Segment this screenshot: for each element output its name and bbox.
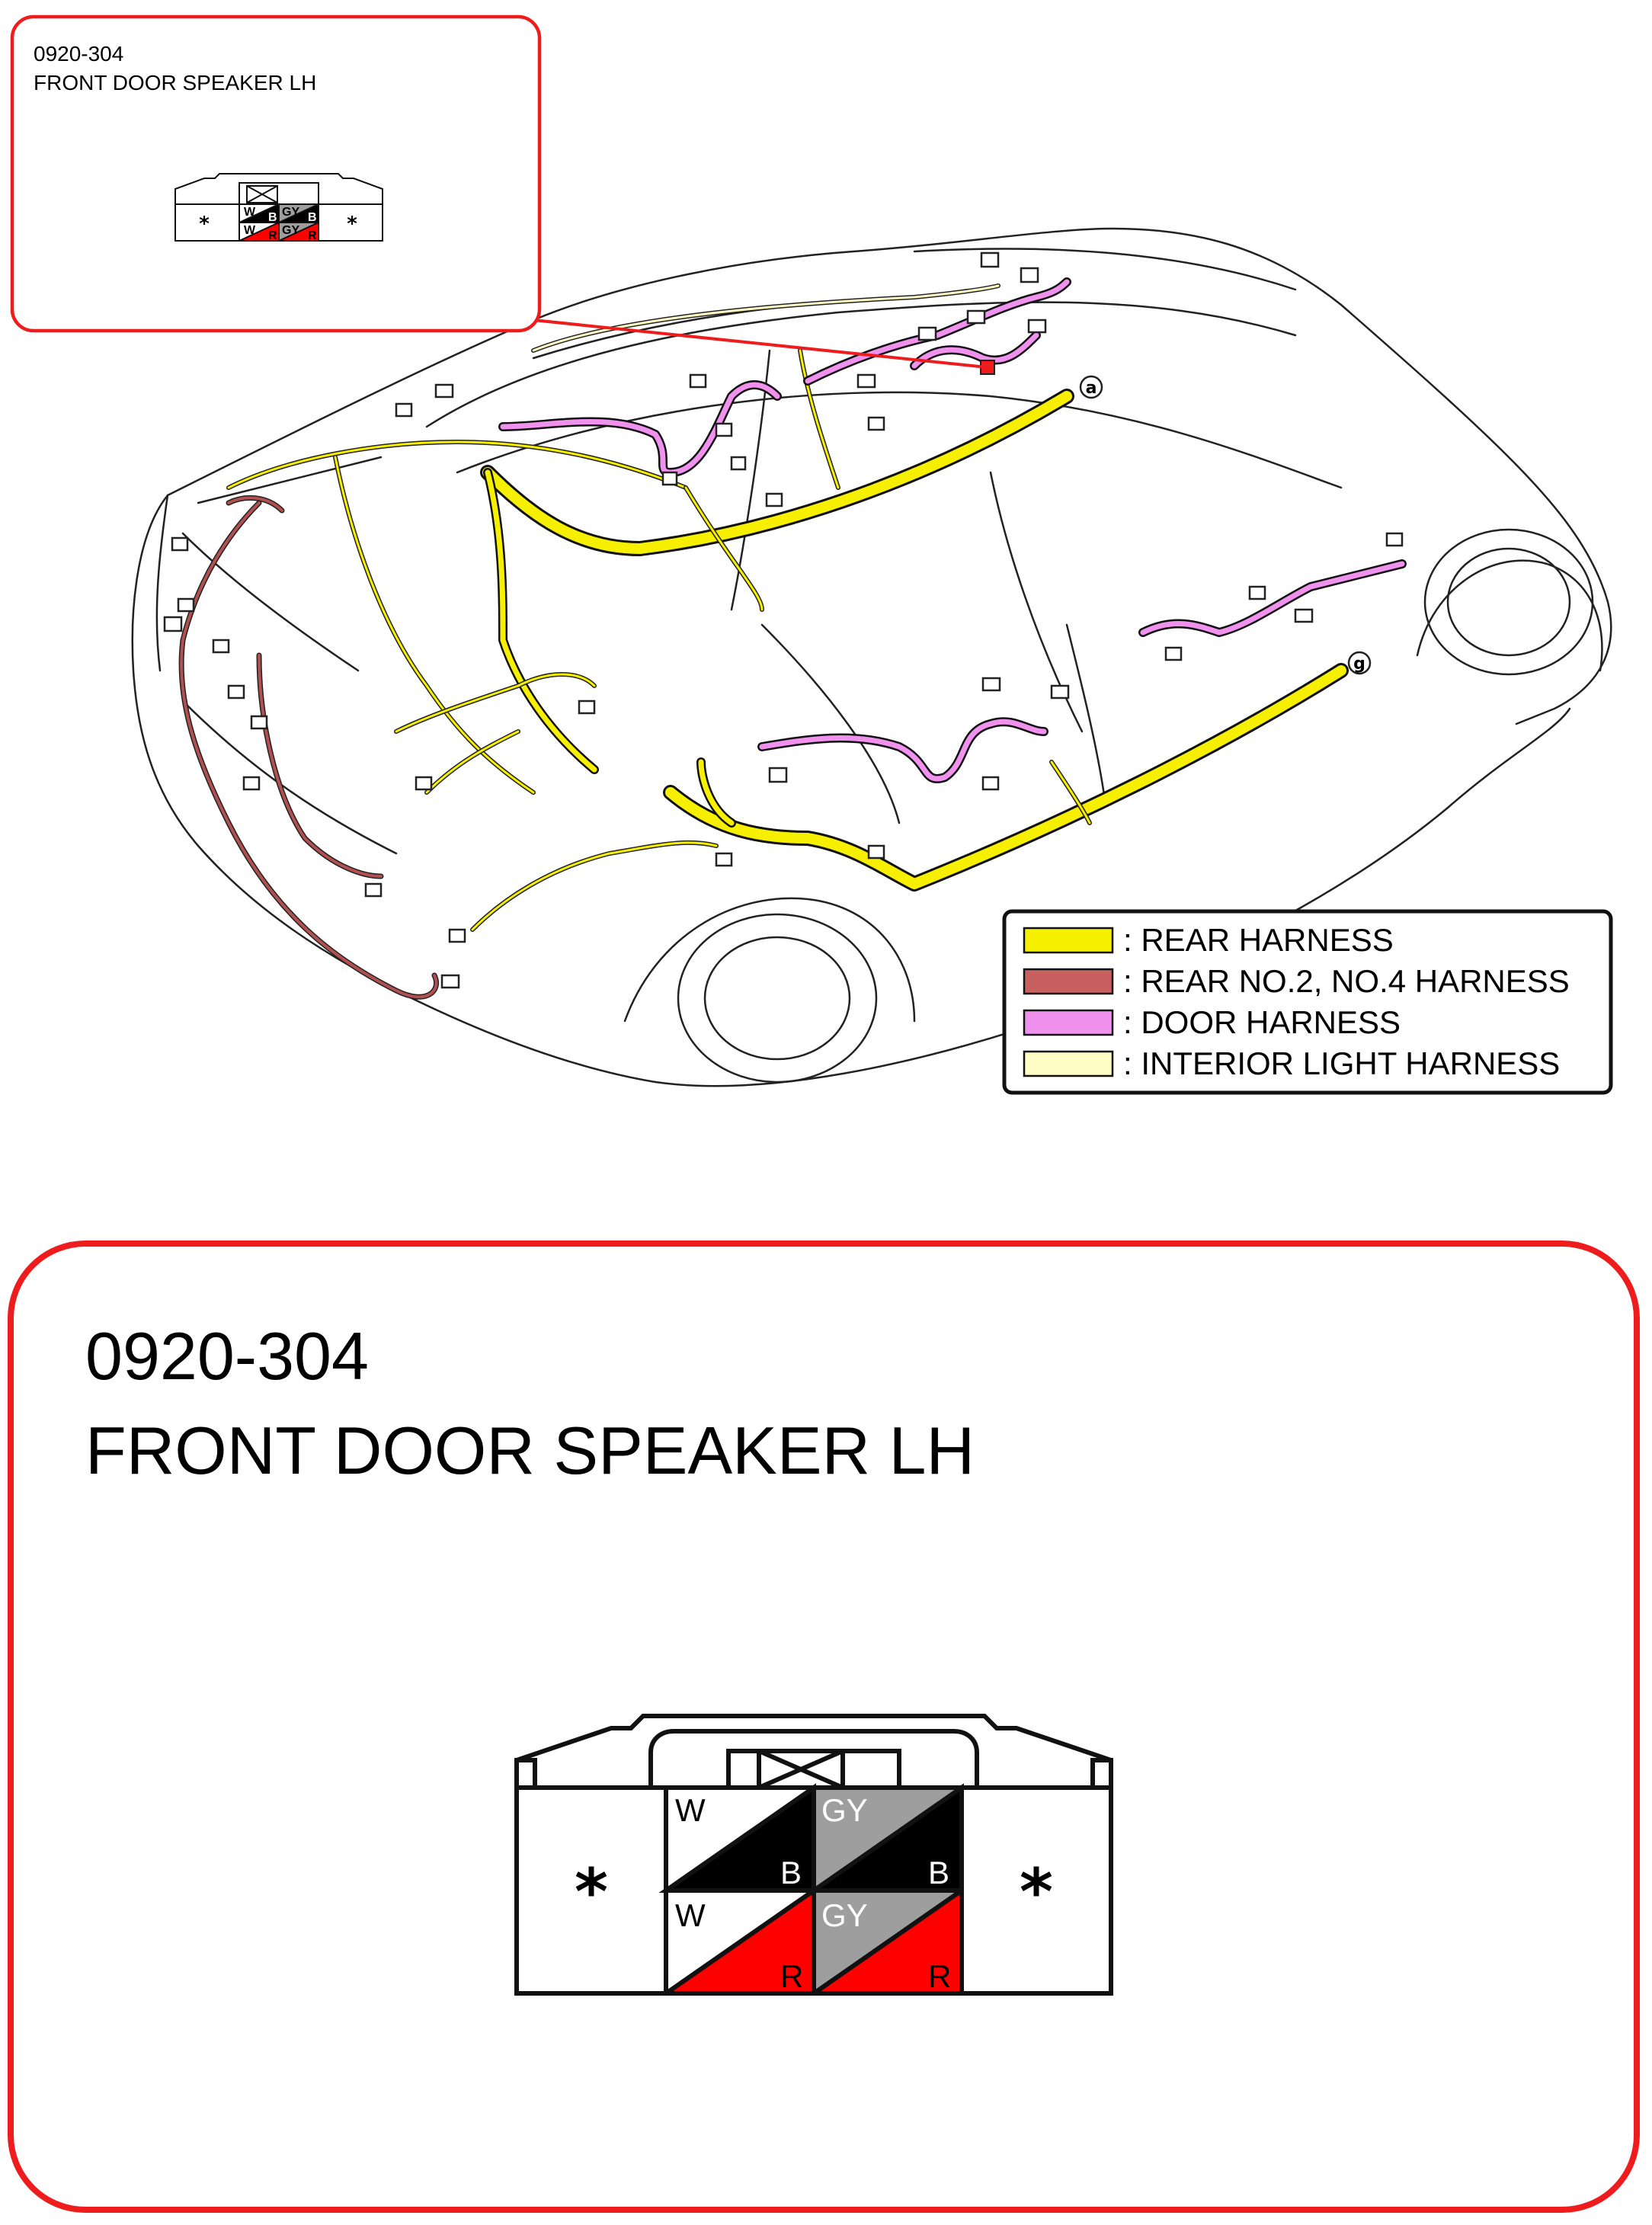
svg-text:a: a xyxy=(1086,379,1097,398)
inset-callout-box: 0920-304 FRONT DOOR SPEAKER LH W B GY B … xyxy=(10,14,542,333)
door-harness-wires xyxy=(498,277,1407,783)
harness-legend: : REAR HARNESS : REAR NO.2, NO.4 HARNESS… xyxy=(1002,909,1613,1095)
legend-swatch xyxy=(1023,1009,1114,1036)
rear-harness-wires xyxy=(226,348,1349,932)
callout-line xyxy=(533,319,988,369)
connector-blocks xyxy=(163,251,1404,989)
legend-item-interior-light: : INTERIOR LIGHT HARNESS xyxy=(1023,1045,1560,1081)
pin4-color-primary: GY xyxy=(821,1897,868,1933)
legend-item-rear-no2-no4: : REAR NO.2, NO.4 HARNESS xyxy=(1023,963,1570,999)
svg-text:R: R xyxy=(308,229,317,242)
unused-cavity-mark-left: * xyxy=(575,1855,608,1929)
svg-text:*: * xyxy=(199,213,210,235)
svg-text:R: R xyxy=(268,229,277,242)
connector-detail-box: 0920-304 FRONT DOOR SPEAKER LH xyxy=(8,1241,1640,2213)
legend-item-door: : DOOR HARNESS xyxy=(1023,1004,1401,1040)
svg-text:: INTERIOR LIGHT HARNESS: : INTERIOR LIGHT HARNESS xyxy=(1123,1045,1560,1081)
svg-text:: DOOR HARNESS: : DOOR HARNESS xyxy=(1123,1004,1401,1040)
pin2-color-primary: GY xyxy=(821,1792,868,1828)
detail-connector-face: W B GY B W R GY R * * xyxy=(514,1714,1113,1996)
legend-item-rear: : REAR HARNESS xyxy=(1023,922,1394,958)
car-outline xyxy=(131,227,1612,1087)
rear-no2-no4-harness-wires xyxy=(178,495,439,1000)
interior-light-harness-wires xyxy=(531,283,1000,353)
svg-text:: REAR HARNESS: : REAR HARNESS xyxy=(1123,922,1394,958)
svg-text:GY: GY xyxy=(282,206,299,219)
svg-text:: REAR NO.2, NO.4 HARNESS: : REAR NO.2, NO.4 HARNESS xyxy=(1123,963,1570,999)
svg-text:*: * xyxy=(347,213,357,235)
legend-swatch xyxy=(1023,968,1114,995)
detail-name: FRONT DOOR SPEAKER LH xyxy=(85,1413,975,1488)
pin4-color-stripe: R xyxy=(928,1958,951,1994)
svg-text:W: W xyxy=(244,206,256,219)
svg-text:W: W xyxy=(244,224,256,237)
pin2-color-stripe: B xyxy=(928,1855,949,1890)
detail-code: 0920-304 xyxy=(85,1318,369,1394)
harness-marker-a: a xyxy=(1079,375,1103,399)
pin3-color-stripe: R xyxy=(780,1958,803,1994)
legend-swatch xyxy=(1023,1050,1114,1077)
pin1-color-primary: W xyxy=(675,1792,706,1828)
inset-name: FRONT DOOR SPEAKER LH xyxy=(34,71,316,94)
pin1-color-stripe: B xyxy=(780,1855,802,1890)
harness-marker-g: g xyxy=(1347,651,1372,675)
legend-swatch xyxy=(1023,927,1114,954)
pin3-color-primary: W xyxy=(675,1897,706,1933)
svg-text:GY: GY xyxy=(282,224,299,237)
unused-cavity-mark-right: * xyxy=(1020,1855,1053,1929)
inset-connector-face: W B GY B W R GY R * * xyxy=(174,173,383,242)
svg-text:B: B xyxy=(268,211,277,224)
svg-text:B: B xyxy=(308,211,317,224)
inset-code: 0920-304 xyxy=(34,42,123,66)
svg-text:g: g xyxy=(1353,655,1365,674)
